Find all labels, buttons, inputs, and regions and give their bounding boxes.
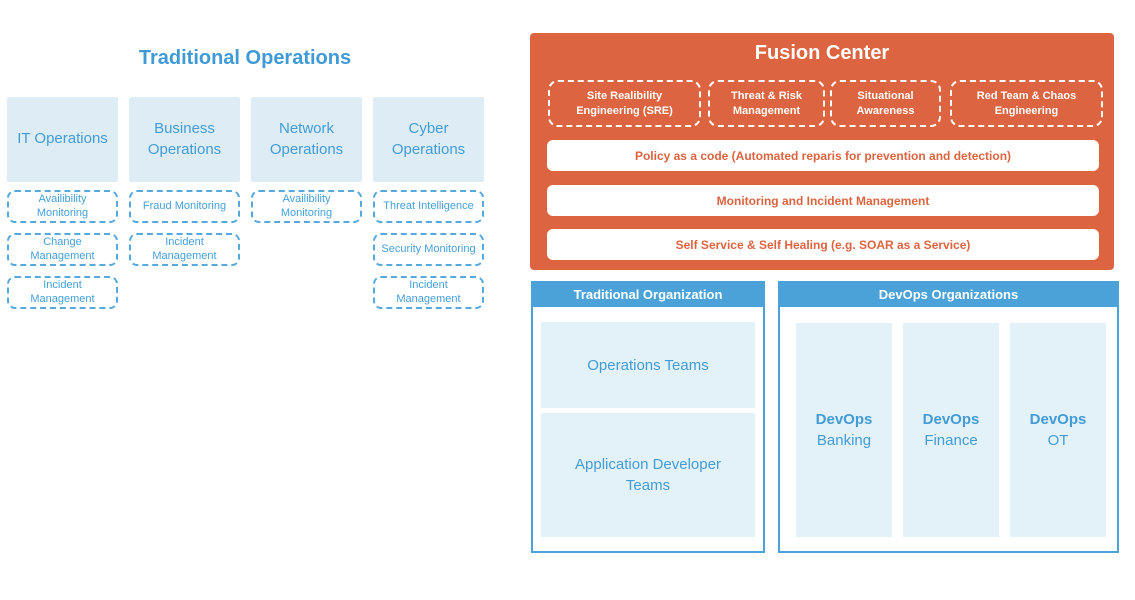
- devops-ot-box: DevOps OT: [1010, 323, 1106, 537]
- cyber-ops-incident-management: Incident Management: [373, 276, 484, 309]
- devops-banking-line1: DevOps: [815, 411, 873, 428]
- column-network-operations: Network Operations: [251, 97, 362, 182]
- devops-organizations-header: DevOps Organizations: [779, 282, 1118, 307]
- devops-ot-line2: OT: [1047, 432, 1069, 449]
- bar-policy-as-code: Policy as a code (Automated reparis for …: [547, 140, 1099, 171]
- pillar-red-team-chaos-engineering: Red Team & Chaos Engineering: [950, 80, 1103, 127]
- devops-organizations-panel: DevOps Organizations DevOps Banking DevO…: [778, 281, 1119, 553]
- application-developer-teams-box: Application Developer Teams: [541, 413, 755, 537]
- devops-finance-line1: DevOps: [922, 411, 980, 428]
- cyber-ops-threat-intelligence: Threat Intelligence: [373, 190, 484, 223]
- devops-banking-box: DevOps Banking: [796, 323, 892, 537]
- pillar-situational-awareness: Situational Awareness: [830, 80, 941, 127]
- column-business-operations: Business Operations: [129, 97, 240, 182]
- traditional-organization-header: Traditional Organization: [532, 282, 764, 307]
- pillar-site-reliability-engineering: Site Realibility Engineering (SRE): [548, 80, 701, 127]
- bar-self-service-self-healing: Self Service & Self Healing (e.g. SOAR a…: [547, 229, 1099, 260]
- fusion-center-panel: Fusion Center Site Realibility Engineeri…: [530, 33, 1114, 270]
- devops-finance-box: DevOps Finance: [903, 323, 999, 537]
- column-it-operations: IT Operations: [7, 97, 118, 182]
- operations-teams-box: Operations Teams: [541, 322, 755, 408]
- pillar-threat-risk-management: Threat & Risk Management: [708, 80, 825, 127]
- it-ops-change-management: Change Management: [7, 233, 118, 266]
- bar-monitoring-incident-management: Monitoring and Incident Management: [547, 185, 1099, 216]
- it-ops-availability-monitoring: Availibility Monitoring: [7, 190, 118, 223]
- devops-ot-line1: DevOps: [1029, 411, 1087, 428]
- devops-finance-line2: Finance: [924, 432, 978, 449]
- traditional-organization-panel: Traditional Organization Operations Team…: [531, 281, 765, 553]
- fusion-center-title: Fusion Center: [754, 42, 890, 64]
- traditional-operations-title: Traditional Operations: [138, 47, 352, 69]
- column-cyber-operations: Cyber Operations: [373, 97, 484, 182]
- business-ops-incident-management: Incident Management: [129, 233, 240, 266]
- it-ops-incident-management: Incident Management: [7, 276, 118, 309]
- devops-banking-line2: Banking: [816, 432, 872, 449]
- cyber-ops-security-monitoring: Security Monitoring: [373, 233, 484, 266]
- network-ops-availability-monitoring: Availibility Monitoring: [251, 190, 362, 223]
- business-ops-fraud-monitoring: Fraud Monitoring: [129, 190, 240, 223]
